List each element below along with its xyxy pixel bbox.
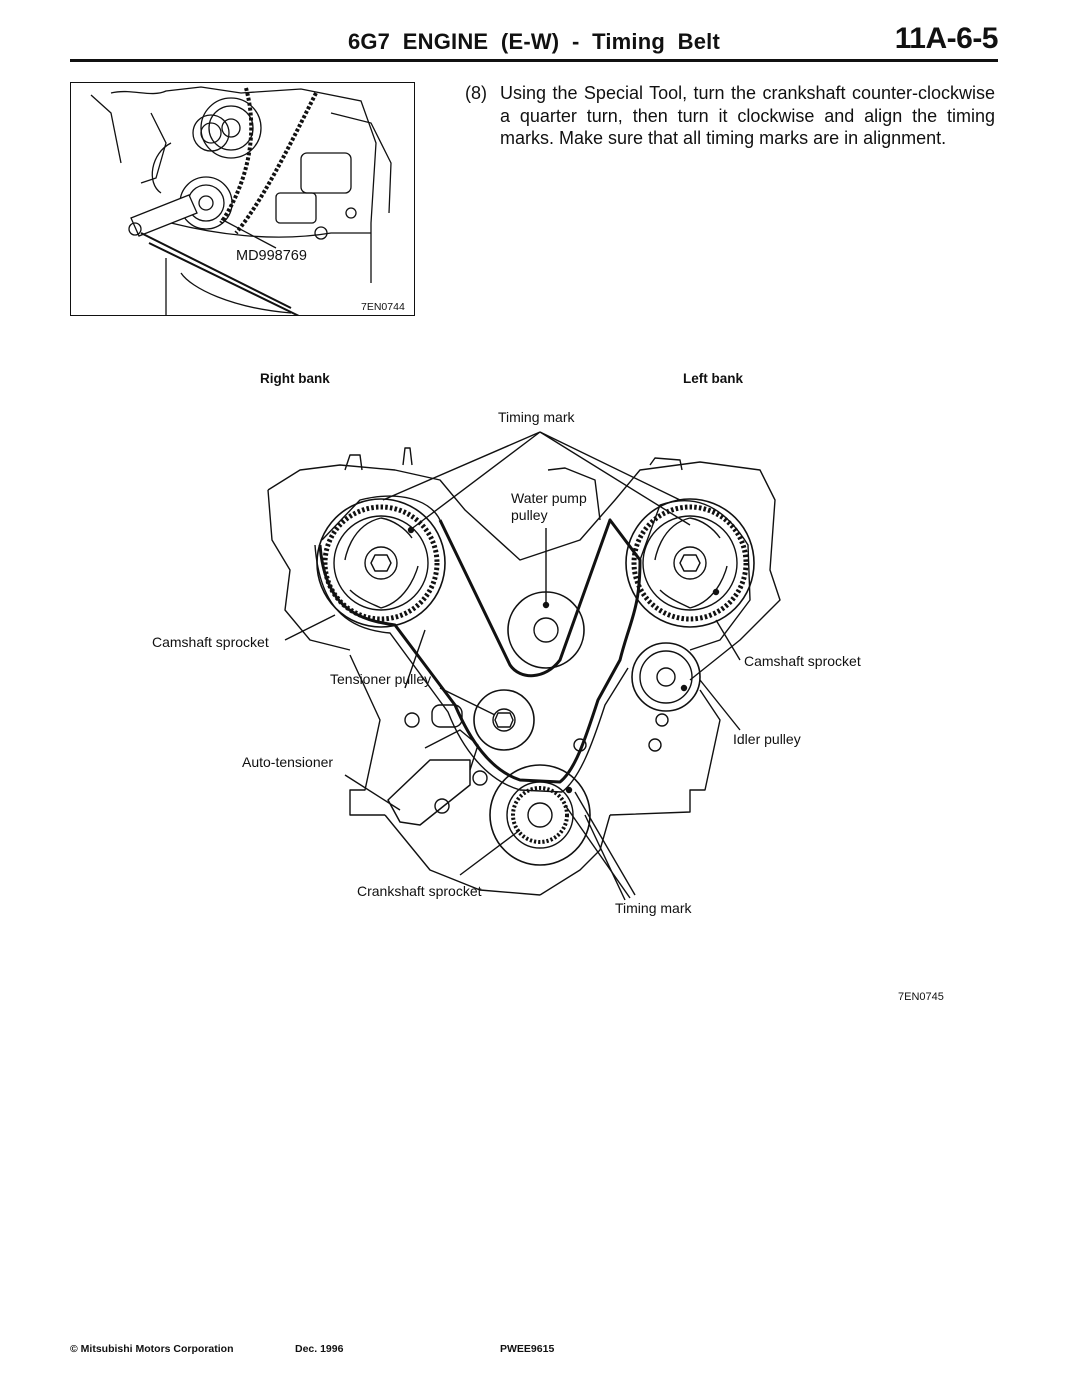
auto-tensioner-label: Auto-tensioner [242,754,334,770]
tool-label: MD998769 [236,248,307,264]
header-rule [70,59,998,62]
footer-date: Dec. 1996 [295,1343,344,1355]
camshaft-sprocket-left-label: Camshaft sprocket [152,634,269,650]
company-name: Mitsubishi Motors Corporation [80,1343,234,1355]
right-bank-label: Right bank [260,371,330,386]
special-tool-illustration [90,86,392,315]
figure-code: 7EN0744 [361,301,405,313]
footer-copyright: © Mitsubishi Motors Corporation [70,1343,234,1355]
tensioner-pulley-label: Tensioner pulley [330,671,432,687]
idler-pulley-label: Idler pulley [733,731,801,747]
footer-publication-code: PWEE9615 [500,1343,555,1355]
left-bank-label: Left bank [683,371,744,386]
water-pump-label-line2: pulley [511,507,548,523]
crankshaft-sprocket-label: Crankshaft sprocket [357,883,482,899]
page-number: 11A-6-5 [894,22,999,55]
step-number: (8) [465,83,487,103]
timing-mark-bottom-label: Timing mark [615,900,692,916]
special-tool-figure: MD998769 7EN0744 [70,82,415,316]
section-title: 6G7 ENGINE (E-W) - Timing Belt [347,29,720,54]
timing-mark-top-label: Timing mark [498,409,575,425]
step-text: Using the Special Tool, turn the cranksh… [500,83,995,148]
figure-code: 7EN0745 [898,991,944,1003]
camshaft-sprocket-right-label: Camshaft sprocket [744,653,861,669]
water-pump-label-line1: Water pump [511,490,587,506]
copyright-symbol: © [70,1343,78,1355]
